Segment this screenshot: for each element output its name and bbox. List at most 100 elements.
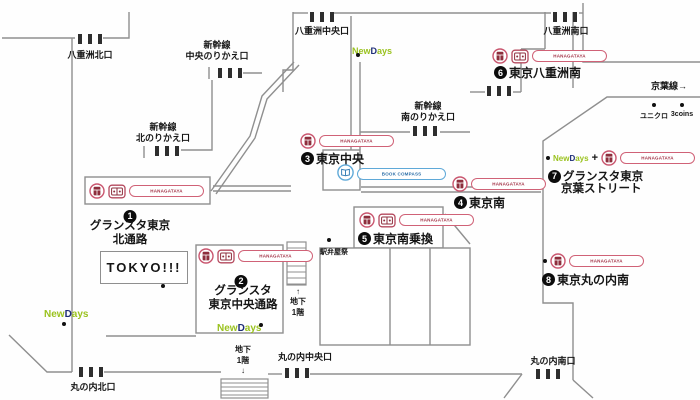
gate-ticks-marunouchi-south: [536, 369, 560, 379]
gate-tick: [310, 12, 314, 22]
store-tokyo-south-transfer-icons: HANAGATAYA: [359, 212, 475, 228]
gate-tick: [295, 368, 299, 378]
newdays-logo-segment: ays: [377, 46, 393, 56]
location-dot: [652, 103, 656, 107]
newdays-logo-segment: ays: [244, 323, 262, 334]
store-number-circle: 2: [234, 274, 248, 288]
store-label-gransta-tokyo-north-passage: グランスタ東京北通路: [90, 219, 170, 247]
gate-label-line: 中央のりかえ口: [185, 50, 249, 61]
stairs-caption-line: 地下: [290, 297, 306, 306]
gate-tick: [497, 86, 501, 96]
newdays-logo-segment: ays: [71, 309, 89, 320]
gate-ticks-shinkansen-south-transfer: [413, 126, 437, 136]
gate-tick: [553, 12, 557, 22]
store-label-line: 東京南: [469, 196, 506, 210]
gate-ticks-shinkansen-north-transfer: [155, 146, 179, 156]
hanagataya-badge-label: HANAGATAYA: [641, 155, 674, 161]
gate-tick: [155, 146, 159, 156]
gate-tick: [413, 126, 417, 136]
gate-label-line: 丸の内中央口: [277, 352, 333, 362]
gate-tick: [546, 369, 550, 379]
store-gransta-tokyo-north-passage-icons: HANAGATAYA: [89, 183, 205, 199]
store-label-line: 北通路: [112, 234, 148, 247]
gate-tick: [89, 367, 93, 377]
gate-tick: [423, 126, 427, 136]
gate-ticks-yaesu-south: [553, 12, 577, 22]
newdays-logo-standalone: NewDays: [217, 317, 261, 337]
book-compass-label: BOOK COMPASS: [381, 171, 422, 177]
store-gransta-tokyo-central-passage-icons: HANAGATAYA: [198, 248, 314, 264]
gate-label-marunouchi-central: 丸の内中央口: [278, 352, 332, 363]
newdays-logo-segment: New: [553, 153, 570, 163]
location-dot: [161, 284, 165, 288]
store-number-1: 1: [123, 205, 137, 225]
meal-icon: [601, 150, 617, 166]
gate-tick: [320, 12, 324, 22]
store-label-line: 東京中央: [316, 152, 365, 166]
hanagataya-badge: HANAGATAYA: [319, 135, 395, 147]
stairs-caption-line: ↓: [241, 366, 245, 375]
gate-label-line: 新幹線: [414, 101, 442, 111]
station-wall: [210, 61, 295, 192]
store-number-2: 2: [234, 270, 248, 290]
stairs-caption-line: 1階: [291, 308, 305, 317]
gate-tick: [99, 367, 103, 377]
store-label-gransta-tokyo-keiyo-street-line2: 京葉ストリート: [561, 183, 642, 195]
gate-ticks-marunouchi-central: [285, 368, 309, 378]
store-label-gransta-tokyo-central-passage: グランスタ東京中央通路: [209, 284, 278, 312]
store-label-line: 東京中央通路: [208, 299, 278, 312]
store-tokyo-south-icons: HANAGATAYA: [452, 176, 547, 192]
meal-icon: [300, 133, 316, 149]
store-label-line: 東京丸の内南: [557, 273, 630, 287]
station-wall: [103, 12, 130, 39]
station-wall: [181, 80, 213, 151]
tokyo-logo-box: TOKYO!!!: [100, 251, 188, 284]
station-wall: [572, 379, 594, 399]
hanagataya-badge: HANAGATAYA: [238, 250, 314, 262]
gate-label-line: 八重洲北口: [67, 50, 113, 60]
newdays-logo-segment: ays: [575, 153, 589, 163]
hanagataya-badge-label: HANAGATAYA: [590, 258, 623, 264]
newdays-logo-segment: D: [64, 309, 72, 320]
hanagataya-badge-label: HANAGATAYA: [420, 217, 453, 223]
newdays-logo: NewDays: [44, 309, 88, 320]
station-wall: [503, 373, 523, 399]
poi-label-uniqlo: ユニクロ: [640, 113, 668, 120]
gate-ticks-yaesu-central: [310, 12, 334, 22]
station-wall: [582, 3, 700, 63]
gate-label-shinkansen-central-transfer: 新幹線中央のりかえ口: [185, 40, 248, 62]
gate-tick: [285, 368, 289, 378]
hanagataya-badge: HANAGATAYA: [620, 152, 696, 164]
hanagataya-badge-label: HANAGATAYA: [259, 253, 292, 259]
meal-icon: [359, 212, 375, 228]
gate-label-marunouchi-north: 丸の内北口: [70, 382, 115, 393]
book-compass-badge: BOOK COMPASS: [357, 168, 447, 180]
hanagataya-badge-label: HANAGATAYA: [492, 181, 525, 187]
hanagataya-badge: HANAGATAYA: [569, 255, 645, 267]
store-number-circle: 8: [542, 273, 555, 286]
poi-label-three-coins: 3coins: [670, 111, 694, 118]
gate-label-yaesu-south: 八重洲南口: [543, 26, 588, 37]
newdays-logo-segment: New: [352, 46, 371, 56]
gate-label-shinkansen-north-transfer: 新幹線北のりかえ口: [136, 122, 190, 144]
store-label-line: 東京八重洲南: [509, 66, 582, 80]
gate-tick: [507, 86, 511, 96]
gate-tick: [536, 369, 540, 379]
shop-block: [319, 247, 471, 346]
location-dot: [327, 238, 331, 242]
gate-label-line: 新幹線: [149, 122, 177, 132]
hanagataya-badge-label: HANAGATAYA: [340, 138, 373, 144]
station-wall: [8, 334, 72, 373]
hanagataya-badge-label: HANAGATAYA: [150, 188, 183, 194]
gate-ticks-tokyo-yaesu-south-gate: [487, 86, 511, 96]
stairs-b1-marunouchi-icon: [220, 378, 269, 399]
store-tokyo-yaesu-south-icons: HANAGATAYA: [492, 48, 608, 64]
hanagataya-badge: HANAGATAYA: [399, 214, 475, 226]
location-dot: [62, 322, 66, 326]
location-dot: [680, 103, 684, 107]
